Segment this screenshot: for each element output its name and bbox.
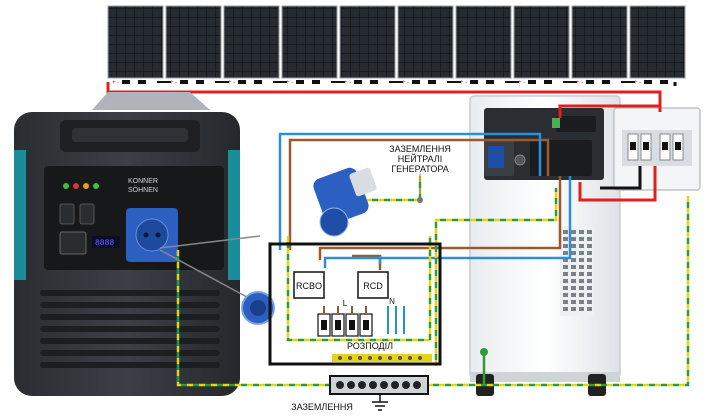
dc-breaker-box xyxy=(613,107,701,191)
generator-display-value: 8888 xyxy=(95,239,114,248)
panel-polarity: + - xyxy=(228,80,235,86)
indicator-led-amber xyxy=(83,183,89,189)
solar-panel: + - xyxy=(513,5,577,86)
inverter-cabinet xyxy=(469,95,621,396)
rcbo-breaker xyxy=(293,271,325,299)
inverter-port xyxy=(514,154,526,166)
solar-panel-array: + - + - + - + - + - + - + - + - + - + - xyxy=(107,5,686,86)
grounding-label: ЗАЗЕМЛЕННЯ xyxy=(291,402,353,412)
generator-vents xyxy=(40,290,220,368)
brand-line-1: KONNER xyxy=(128,178,158,185)
panel-polarity: + - xyxy=(460,80,467,86)
generator-logo: KONNER SÖHNEN xyxy=(128,178,158,194)
rcd-breaker xyxy=(357,271,389,299)
panel-polarity: + - xyxy=(112,80,119,86)
inverter-display xyxy=(488,146,504,168)
panel-polarity: + - xyxy=(634,80,641,86)
live-wire xyxy=(288,138,550,250)
pv-connector-block xyxy=(556,116,596,132)
solar-panel: + - xyxy=(455,5,519,86)
indicator-led-green xyxy=(63,183,69,189)
solar-panel: + - xyxy=(339,5,403,86)
ac-terminal-block xyxy=(530,140,592,176)
outlet-pointer xyxy=(159,235,261,249)
solar-panel: + - xyxy=(629,5,686,86)
neutral-ground-label-2: НЕЙТРАЛІ xyxy=(398,153,442,164)
panel-polarity: + - xyxy=(286,80,293,86)
rcbo-label: RCBO xyxy=(296,281,322,291)
panel-polarity: + - xyxy=(518,80,525,86)
solar-panel: + - xyxy=(571,5,635,86)
n-label: N xyxy=(389,297,395,306)
industrial-plug xyxy=(313,167,377,237)
panel-polarity: + - xyxy=(402,80,409,86)
positive-wire xyxy=(106,82,662,112)
brand-line-2: SÖHNEN xyxy=(128,186,158,194)
neutral-ground-label-3: ГЕНЕРАТОРА xyxy=(391,164,449,174)
solar-panel: + - xyxy=(397,5,461,86)
circuit-breakers xyxy=(317,306,373,337)
grounding-bar xyxy=(329,375,429,411)
solar-panel: + - xyxy=(107,5,171,86)
panel-polarity: + - xyxy=(576,80,583,86)
distribution-label: РОЗПОДІЛ xyxy=(347,341,393,351)
eco-switch xyxy=(59,203,75,225)
rcd-label: RCD xyxy=(363,281,383,291)
solar-panel: + - xyxy=(281,5,345,86)
panel-polarity: + - xyxy=(344,80,351,86)
ac-wiring xyxy=(159,132,690,387)
generator-display xyxy=(92,236,120,248)
ground-symbol-icon xyxy=(372,394,388,411)
neutral-wire xyxy=(278,132,542,250)
solar-panel: + - xyxy=(223,5,287,86)
l-label: L xyxy=(343,299,348,308)
power-switch xyxy=(79,203,95,225)
solar-panel: + - xyxy=(165,5,229,86)
panel-polarity: + - xyxy=(170,80,177,86)
distribution-board xyxy=(268,242,442,366)
dc-string-wiring xyxy=(106,82,677,112)
neutral-ground-label-1: ЗАЗЕМЛЕННЯ xyxy=(389,144,451,154)
generator-trim-left xyxy=(14,150,26,280)
cabinet-vent xyxy=(560,226,594,316)
inlet-socket xyxy=(241,291,275,325)
usb-outlet xyxy=(59,231,87,255)
inverter-generator: KONNER SÖHNEN 8888 xyxy=(14,92,240,396)
indicator-led-red xyxy=(73,183,79,189)
generator-trim-right xyxy=(228,150,240,280)
